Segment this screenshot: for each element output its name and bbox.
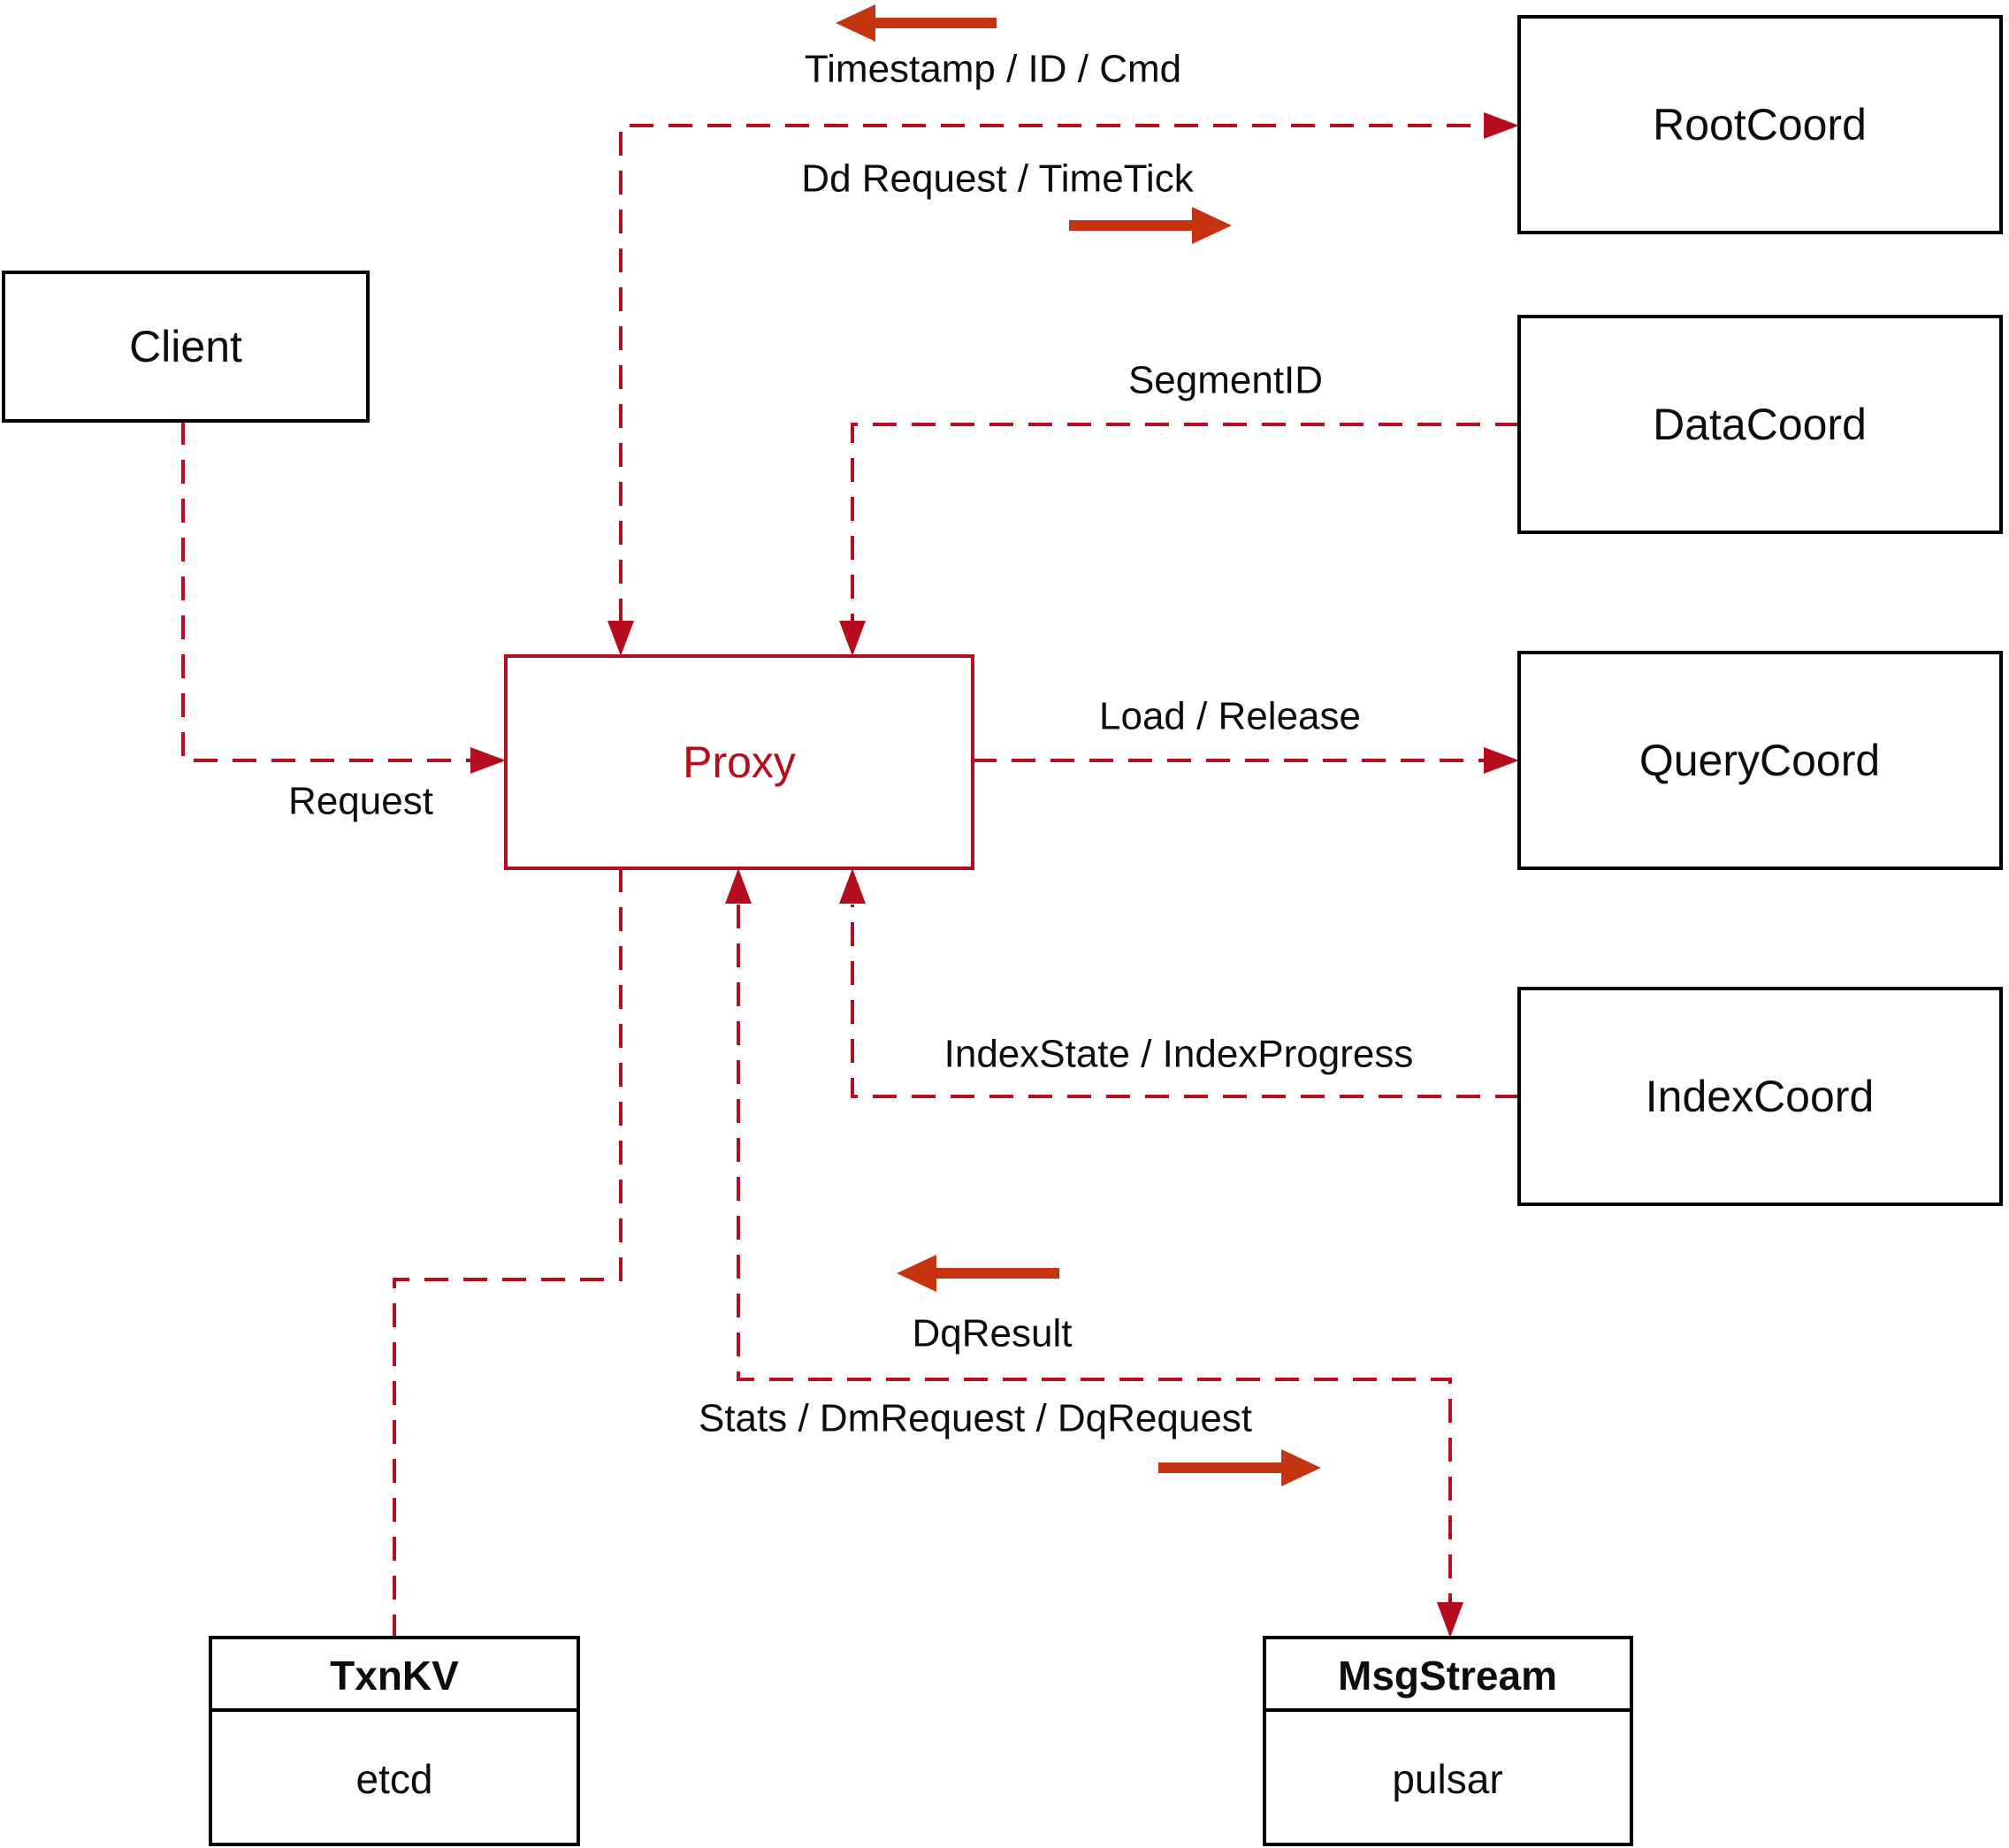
arrowhead-into-proxy-top-left xyxy=(607,621,634,656)
text-labels: Client RootCoord DataCoord QueryCoord In… xyxy=(129,48,1880,1803)
txnkv-box xyxy=(209,1636,580,1846)
arrow-right-dd-request xyxy=(1069,207,1232,244)
edge-label-timestamp: Timestamp / ID / Cmd xyxy=(805,48,1181,91)
client-label: Client xyxy=(129,322,242,371)
arrowhead-into-msgstream xyxy=(1437,1602,1463,1638)
arrowhead-into-proxy-left xyxy=(470,747,506,774)
edge-label-load-release: Load / Release xyxy=(1099,695,1361,738)
arrow-left-dq-result xyxy=(897,1255,1059,1292)
txnkv-subtitle: etcd xyxy=(356,1756,433,1802)
edge-proxy-rootcoord xyxy=(619,124,1484,622)
edge-label-request: Request xyxy=(288,780,433,823)
rootcoord-label: RootCoord xyxy=(1653,100,1867,149)
dashed-connectors xyxy=(181,124,1519,1636)
datacoord-label: DataCoord xyxy=(1653,400,1867,449)
client-box xyxy=(2,271,370,423)
edge-proxy-txnkv xyxy=(393,868,623,1636)
proxy-box xyxy=(504,654,974,870)
edge-label-dd-request: Dd Request / TimeTick xyxy=(801,157,1194,201)
rootcoord-box xyxy=(1517,15,2003,234)
edge-label-segment-id: SegmentID xyxy=(1128,359,1323,402)
node-boxes xyxy=(2,15,2003,1846)
querycoord-box xyxy=(1517,651,2003,870)
edge-indexcoord-proxy xyxy=(851,905,1519,1098)
edge-label-index-state: IndexState / IndexProgress xyxy=(944,1033,1414,1076)
querycoord-label: QueryCoord xyxy=(1639,736,1880,785)
proxy-label: Proxy xyxy=(683,737,796,787)
datacoord-box xyxy=(1517,315,2003,534)
proxy-label-group: Proxy xyxy=(683,737,796,787)
arrowhead-into-proxy-top-right xyxy=(839,621,866,656)
msgstream-box xyxy=(1263,1636,1633,1846)
indexcoord-label: IndexCoord xyxy=(1646,1072,1875,1121)
msgstream-title: MsgStream xyxy=(1338,1653,1557,1699)
arrowhead-into-rootcoord xyxy=(1484,112,1519,139)
dashed-arrowheads xyxy=(470,112,1519,1638)
edge-datacoord-proxy xyxy=(851,423,1519,621)
indexcoord-box xyxy=(1517,987,2003,1206)
edge-label-dq-result: DqResult xyxy=(913,1312,1073,1355)
edge-client-proxy xyxy=(181,421,470,762)
arrowhead-into-proxy-bottom-right xyxy=(839,868,866,904)
edge-label-stats: Stats / DmRequest / DqRequest xyxy=(699,1397,1252,1440)
direction-arrows xyxy=(836,4,1321,1486)
arrow-left-timestamp xyxy=(836,4,997,42)
msgstream-subtitle: pulsar xyxy=(1392,1756,1502,1802)
txnkv-title: TxnKV xyxy=(330,1653,459,1699)
arrowhead-into-proxy-bottom-left xyxy=(725,868,752,904)
arrow-right-stats xyxy=(1158,1449,1321,1486)
arrowhead-into-querycoord xyxy=(1484,747,1519,774)
edge-proxy-msgstream xyxy=(737,905,1452,1602)
